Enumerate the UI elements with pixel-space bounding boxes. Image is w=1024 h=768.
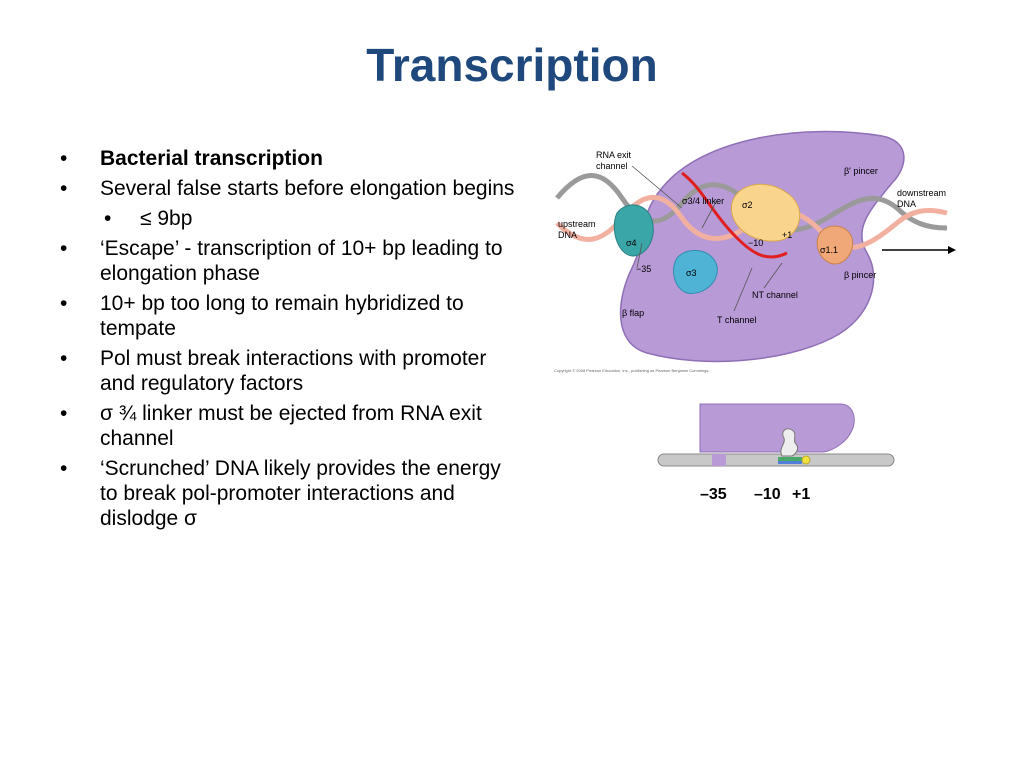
label-sigma34-linker: σ3/4 linker (682, 196, 724, 206)
label-beta-prime-pincer: β′ pincer (844, 166, 878, 176)
bullet-marker: • (60, 457, 68, 480)
bullet-marker: • (60, 347, 68, 370)
bullet-text: ‘Escape’ - transcription of 10+ bp leadi… (100, 237, 503, 285)
bullet-marker: • (60, 402, 68, 425)
leader-line (636, 242, 643, 269)
rna-segment-blue (778, 461, 802, 464)
bullet-list: • Bacterial transcription • Several false … (60, 146, 520, 536)
polymerase-body (619, 130, 905, 363)
label-rna-exit: RNA exit (596, 150, 632, 160)
bullet-item: • ‘Scrunched’ DNA likely provides the ene… (60, 456, 520, 531)
sigma11-domain (816, 225, 854, 265)
bullet-item: • Bacterial transcription (60, 146, 520, 171)
copyright-note: Copyright © 2008 Pearson Education, Inc.… (554, 368, 709, 373)
bullet-text: Bacterial transcription (100, 147, 323, 170)
label-upstream: upstream (558, 219, 596, 229)
label-sigma4: σ4 (626, 238, 637, 248)
leader-line (733, 267, 753, 312)
label-plus1: +1 (782, 230, 792, 240)
bullet-marker: • (60, 177, 68, 200)
bullet-item: • ‘Escape’ - transcription of 10+ bp lead… (60, 236, 520, 286)
bullet-text: σ ¾ linker must be ejected from RNA exit… (100, 402, 482, 450)
dna-duplex-bar (657, 453, 895, 467)
sub-bullet-item: • ≤ 9bp (60, 206, 520, 231)
slide-title: Transcription (366, 39, 658, 91)
bullet-text: 10+ bp too long to remain hybridized to … (100, 292, 464, 340)
bullet-item: • Several false starts before elongation … (60, 176, 520, 201)
label-sigma3: σ3 (686, 268, 697, 278)
label-nt-channel: NT channel (752, 290, 798, 300)
polymerase-structure-figure: RNA exit channel β′ pincer downstream DN… (554, 130, 956, 373)
bullet-text: Pol must break interactions with promote… (100, 347, 487, 395)
leader-line (701, 199, 718, 229)
bullet-item: • Pol must break interactions with promot… (60, 346, 520, 396)
leader-line (631, 165, 683, 209)
label-minus10: −10 (748, 238, 763, 248)
bullet-marker: • (60, 292, 68, 315)
leader-line (763, 262, 783, 289)
label-minus10: –10 (754, 486, 781, 503)
bullet-text: Several false starts before elongation b… (100, 177, 515, 200)
label-minus35: −35 (636, 264, 651, 274)
label-downstream-dna: DNA (897, 199, 916, 209)
bullet-marker: • (60, 147, 68, 170)
rna-segment (778, 457, 802, 461)
bullet-item: • σ ¾ linker must be ejected from RNA exi… (60, 401, 520, 451)
label-beta-pincer: β pincer (844, 270, 876, 280)
label-minus35: –35 (700, 486, 727, 503)
label-plus1: +1 (792, 486, 810, 503)
label-sigma2: σ2 (742, 200, 753, 210)
label-beta-flap: β flap (622, 308, 644, 318)
polymerase-schematic-body (699, 403, 855, 453)
label-rna-exit-channel: channel (596, 161, 628, 171)
sigma2-domain (731, 183, 801, 242)
sigma3-domain (673, 250, 718, 294)
rna-strand (681, 171, 788, 259)
label-downstream: downstream (897, 188, 946, 198)
sigma4-domain (613, 204, 654, 257)
label-t-channel: T channel (717, 315, 756, 325)
scrunched-dna-loop (780, 428, 799, 457)
arrow-head-icon (948, 246, 956, 254)
bullet-item: • 10+ bp too long to remain hybridized to… (60, 291, 520, 341)
bullet-text: ≤ 9bp (140, 207, 193, 230)
label-sigma11: σ1.1 (820, 245, 838, 255)
promoter-minus35-segment (712, 454, 726, 466)
label-upstream-dna: DNA (558, 230, 577, 240)
bullet-marker: • (104, 207, 112, 230)
scrunching-schematic-figure: –35 –10 +1 (657, 403, 895, 503)
bullet-marker: • (60, 237, 68, 260)
bullet-text: ‘Scrunched’ DNA likely provides the ener… (100, 457, 501, 530)
active-site-marker (801, 455, 811, 465)
